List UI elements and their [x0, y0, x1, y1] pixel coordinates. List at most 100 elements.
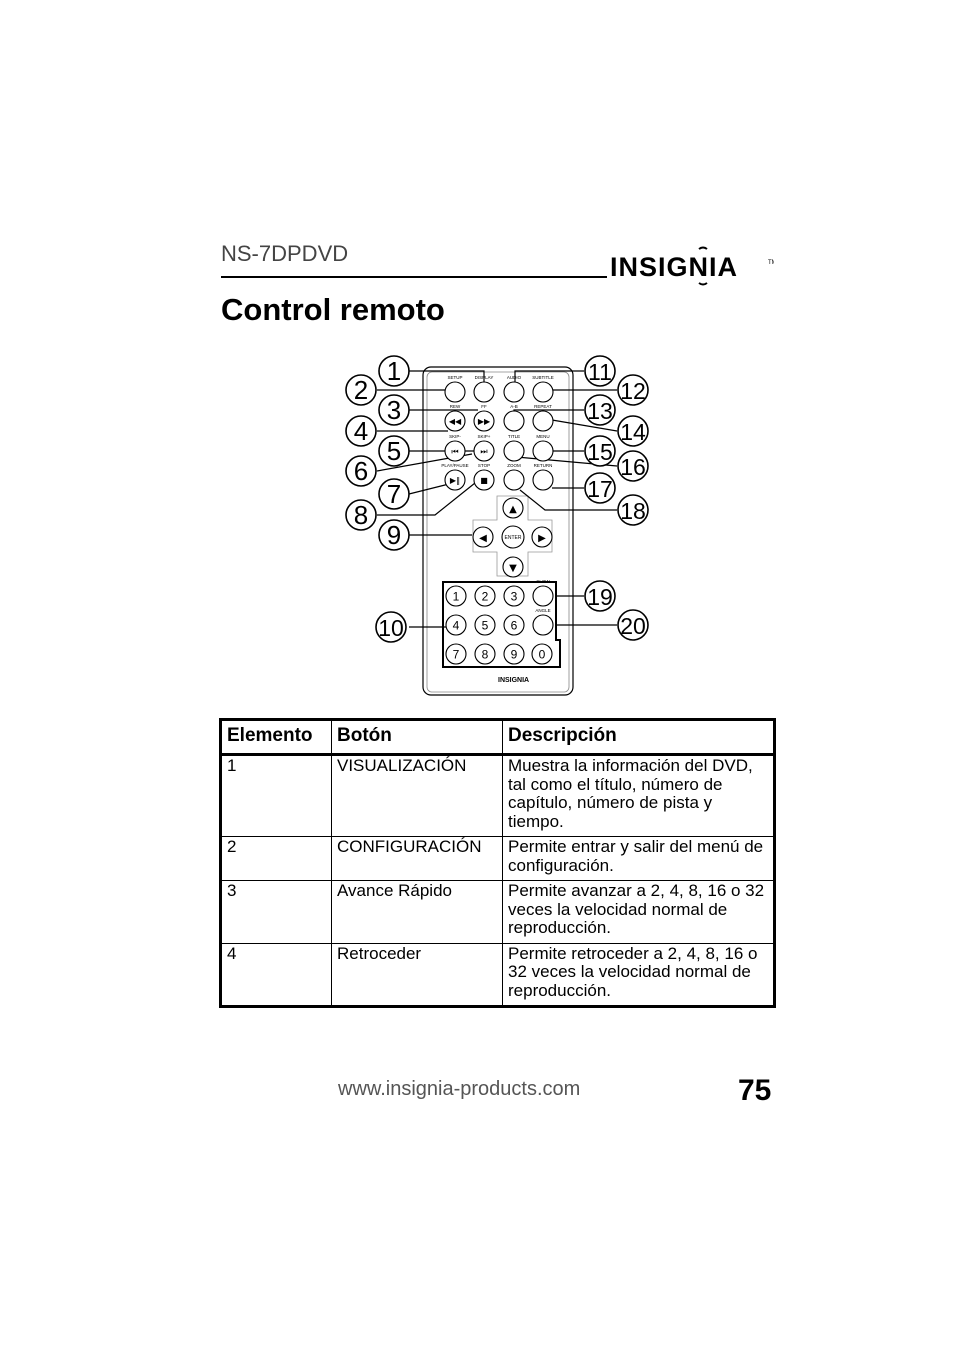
digit-label: 9 — [511, 648, 518, 662]
digit-label: 5 — [482, 619, 489, 633]
button-cell: VISUALIZACIÓN — [331, 754, 503, 837]
page-title: Control remoto — [221, 292, 445, 327]
enter-button — [501, 525, 525, 549]
callout-circle — [617, 415, 649, 447]
remote-button — [444, 440, 466, 462]
button-label: SKIP- — [449, 434, 461, 439]
callout-number: 13 — [587, 398, 613, 424]
callout-number: 17 — [587, 476, 613, 502]
table-row: 1 VISUALIZACIÓN Muestra la información d… — [220, 754, 775, 837]
button-label: SLOW — [536, 579, 550, 584]
table-row: 2 CONFIGURACIÓN Permite entrar y salir d… — [220, 836, 775, 881]
callout-number: 3 — [387, 395, 401, 425]
button-glyph: ▶▶ — [478, 417, 491, 426]
svg-text:TM: TM — [768, 260, 774, 266]
button-glyph: ■ — [480, 476, 488, 485]
logo-text: INSIGNIA — [610, 252, 738, 282]
table-row: 4 Retroceder Permite retroceder a 2, 4, … — [220, 942, 775, 1007]
website-link[interactable]: www.insignia-products.com — [338, 1078, 581, 1100]
callout-circle — [378, 478, 410, 510]
callout-number: 6 — [354, 456, 368, 486]
remote-button — [473, 410, 495, 432]
button-label: REW — [450, 404, 461, 409]
remote-button — [444, 381, 466, 403]
dpad-button — [502, 497, 524, 519]
digit-label: 3 — [511, 590, 518, 604]
callout-circle — [345, 455, 377, 487]
dpad-arrow: ▲ — [509, 504, 517, 515]
dpad-arrow: ▼ — [509, 563, 517, 574]
callout-circle — [345, 415, 377, 447]
digit-button — [445, 614, 467, 636]
remote-brand: INSIGNIA — [498, 677, 529, 684]
header-descripcion: Descripción — [502, 719, 775, 756]
remote-button — [473, 440, 495, 462]
button-label: A-B — [510, 404, 518, 409]
dpad-arrow: ▶ — [538, 533, 546, 544]
digit-button — [445, 643, 467, 665]
remote-button — [444, 469, 466, 491]
dpad-button — [472, 526, 494, 548]
button-glyph: ⏭ — [480, 447, 487, 456]
callout-circle — [617, 450, 649, 482]
button-label: STOP — [478, 463, 490, 468]
digit-label: 1 — [453, 590, 460, 604]
digit-label: 2 — [482, 590, 489, 604]
callout-number: 16 — [620, 454, 646, 480]
digit-button — [503, 585, 525, 607]
callout-circle — [378, 394, 410, 426]
callout-number: 1 — [387, 356, 401, 386]
dpad-button — [502, 556, 524, 578]
callout-number: 4 — [354, 416, 368, 446]
button-label: ZOOM — [507, 463, 521, 468]
callout-circle — [378, 519, 410, 551]
item-cell: 1 — [220, 754, 332, 837]
callout-number: 2 — [354, 375, 368, 405]
button-label: SUBTITLE — [532, 375, 554, 380]
callout-number: 8 — [354, 500, 368, 530]
digit-button — [474, 614, 496, 636]
button-label: RETURN — [534, 463, 553, 468]
button-glyph: ◀◀ — [449, 417, 462, 426]
button-glyph: ▶‖ — [450, 476, 460, 485]
button-label: MENU — [536, 434, 549, 439]
button-label: SETUP — [447, 375, 462, 380]
button-cell: CONFIGURACIÓN — [331, 836, 503, 881]
button-label: PLAY/PAUSE — [441, 463, 468, 468]
remote-button — [532, 469, 554, 491]
item-cell: 3 — [220, 880, 332, 944]
callout-number: 20 — [620, 613, 646, 639]
table-header-row: Elemento Botón Descripción — [220, 719, 775, 756]
callout-circle — [584, 355, 616, 387]
digit-button — [503, 643, 525, 665]
callout-number: 14 — [620, 419, 646, 445]
dpad-arrow: ◀ — [479, 533, 487, 544]
callout-number: 12 — [620, 378, 646, 404]
callout-circle — [375, 611, 407, 643]
remote-button — [503, 410, 525, 432]
description-cell: Permite avanzar a 2, 4, 8, 16 o 32 veces… — [502, 880, 775, 944]
button-label: AUDIO — [507, 375, 522, 380]
callout-number: 5 — [387, 436, 401, 466]
digit-button — [474, 585, 496, 607]
remote-button — [473, 469, 495, 491]
callout-circle — [584, 580, 616, 612]
header-boton: Botón — [331, 719, 503, 756]
callout-number: 19 — [587, 584, 613, 610]
header-rule — [221, 276, 607, 278]
remote-button — [532, 585, 554, 607]
description-cell: Muestra la información del DVD, tal como… — [502, 754, 775, 837]
callout-number: 15 — [587, 439, 613, 465]
callout-circle — [345, 374, 377, 406]
callout-circle — [617, 374, 649, 406]
button-glyph: ⏮ — [451, 447, 458, 456]
remote-button — [532, 614, 554, 636]
digit-button — [531, 643, 553, 665]
callout-circle — [617, 609, 649, 641]
spec-table: Elemento Botón Descripción 1 VISUALIZACI… — [219, 718, 776, 1008]
callout-number: 7 — [387, 479, 401, 509]
digit-button — [503, 614, 525, 636]
digit-label: 6 — [511, 619, 518, 633]
callout-number: 9 — [387, 520, 401, 550]
